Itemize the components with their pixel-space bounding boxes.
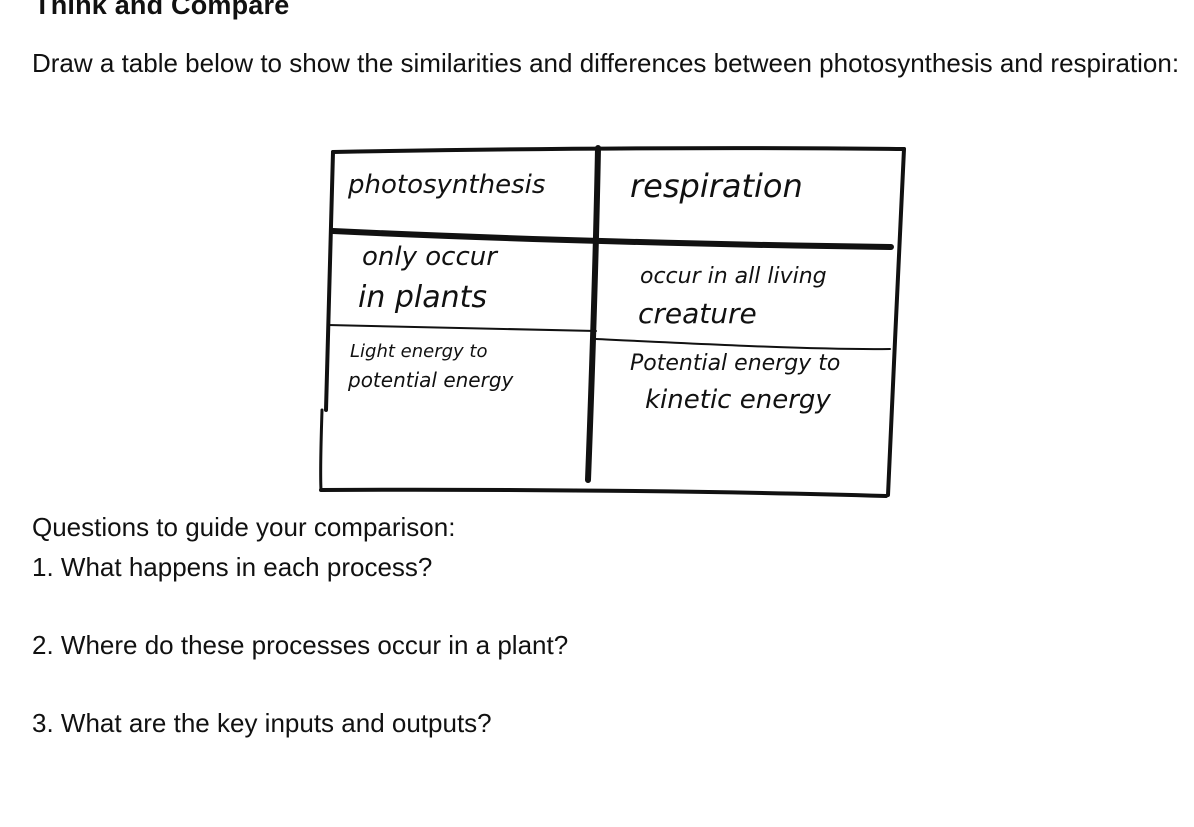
hand-drawn-table: photosynthesis respiration only occur in… (319, 145, 906, 498)
table-row-divider-right (595, 338, 891, 351)
table-row-divider-left (327, 324, 597, 332)
table-left-border (324, 150, 335, 412)
page-heading: Think and Compare (34, 0, 290, 20)
cell-living-line1: occur in all living (640, 264, 827, 289)
table-right-border (886, 147, 906, 497)
question-3: 3. What are the key inputs and outputs? (32, 708, 492, 738)
table-top-border (331, 146, 906, 154)
table-left-border-lower (319, 408, 324, 492)
cell-light-line1: Light energy to (350, 341, 487, 362)
question-1: 1. What happens in each process? (32, 552, 433, 582)
header-respiration: respiration (630, 167, 803, 205)
table-middle-divider (585, 145, 601, 483)
cell-plants-line2: in plants (358, 280, 487, 315)
instruction-text: Draw a table below to show the similarit… (32, 48, 1180, 78)
header-photosynthesis: photosynthesis (347, 170, 545, 200)
table-bottom-border (319, 487, 888, 498)
cell-light-line2: potential energy (347, 368, 515, 392)
question-2: 2. Where do these processes occur in a p… (32, 630, 569, 660)
cell-kinetic-line2: kinetic energy (645, 385, 831, 415)
cell-living-line2: creature (638, 297, 757, 330)
table-header-divider (330, 228, 894, 250)
cell-kinetic-line1: Potential energy to (630, 351, 840, 376)
cell-plants-line1: only occur (362, 242, 499, 272)
guide-title: Questions to guide your comparison: (32, 512, 456, 542)
